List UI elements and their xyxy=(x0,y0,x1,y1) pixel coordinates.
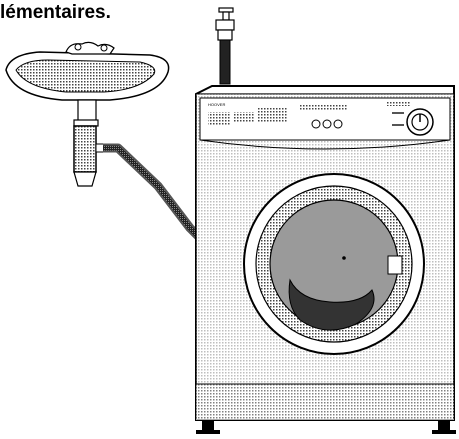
machine-foot-icon xyxy=(202,420,214,430)
brand-label: HOOVER xyxy=(208,102,225,107)
door-icon xyxy=(244,174,424,354)
sink-icon xyxy=(6,42,169,186)
button-icon xyxy=(334,120,342,128)
button-icon xyxy=(323,120,331,128)
door-handle-icon xyxy=(388,256,402,274)
button-icon xyxy=(312,120,320,128)
standpipe-icon xyxy=(216,8,234,84)
washing-machine-icon: HOOVER xyxy=(196,86,456,434)
machine-foot-icon xyxy=(438,420,450,430)
